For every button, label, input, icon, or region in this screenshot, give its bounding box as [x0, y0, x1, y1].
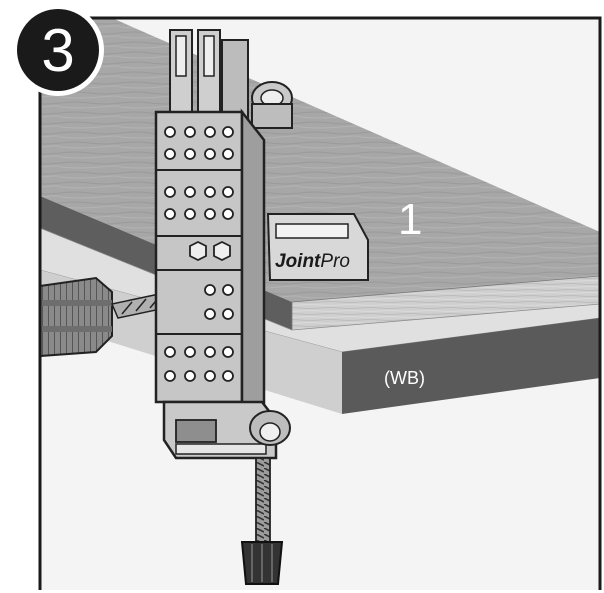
step-number: 3 — [41, 17, 74, 84]
upper-clamp-pad — [251, 81, 293, 129]
workbench-front-face — [342, 318, 600, 414]
workbench-label: (WB) — [384, 368, 425, 388]
clamp-knob-icon — [240, 541, 284, 585]
panel-frame — [38, 16, 602, 590]
board-number-label: 1 — [398, 195, 422, 244]
drill-icon — [39, 276, 113, 358]
dowel-jig — [154, 29, 291, 460]
clamp-screw — [255, 457, 271, 543]
step-badge-icon: 3 — [12, 4, 104, 96]
brand-logo: JointPro — [275, 251, 350, 272]
drill-guide-bracket: JointPro — [266, 213, 369, 281]
